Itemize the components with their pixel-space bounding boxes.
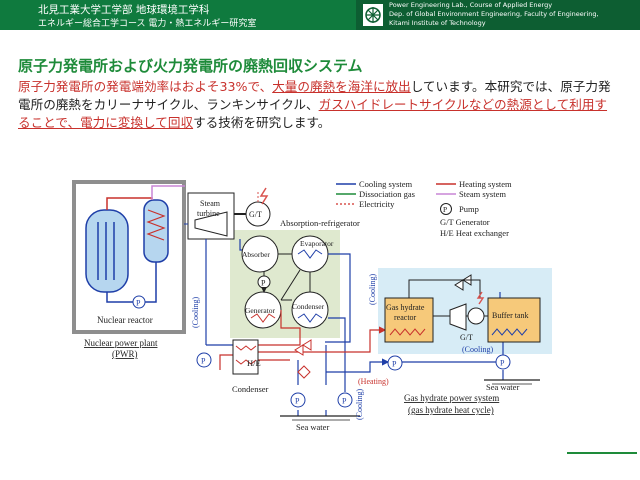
nuclear-reactor-label: Nuclear reactor: [97, 315, 153, 325]
gt-label: G/T: [249, 210, 262, 219]
lab-line-1: Power Engineering Lab., Course of Applie…: [389, 1, 553, 9]
legend-he: H/E Heat exchanger: [440, 228, 509, 238]
electricity-bolt-icon: [259, 187, 269, 205]
legend-gt: G/T Generator: [440, 217, 490, 227]
legend-pump: Pump: [459, 204, 479, 214]
ghps-label-1: Gas hydrate power system: [404, 393, 499, 403]
pump-gh-icon: [387, 355, 403, 371]
pump-sea1-icon: [290, 392, 306, 408]
pump-sea2-icon: [337, 392, 353, 408]
evaporator-label: Evaporator: [300, 239, 334, 248]
lab-line-2: Dep. of Global Environment Engineering, …: [389, 10, 599, 18]
heating-label: (Heating): [358, 377, 389, 386]
valve-3-icon: [454, 274, 472, 291]
gh-reactor-label-1: Gas hydrate: [386, 303, 425, 312]
pump-left-label: P: [201, 357, 206, 366]
npp-label-2: (PWR): [112, 349, 138, 359]
legend-heating: Heating system: [459, 179, 512, 189]
cooling-label-1: (Cooling): [191, 297, 200, 328]
electricity-bolt-2-icon: [476, 291, 485, 305]
gh-reactor-box: [384, 297, 434, 343]
pump-buffer-icon: [495, 354, 511, 370]
buffer-tank-box: [487, 297, 541, 343]
body-part-4: ガスハイドレートサイクルなどの熱源として利用することで、電力に変換して回収: [18, 97, 608, 130]
condenser-label: Condenser: [232, 384, 269, 394]
cooling-label-2: (Cooling): [368, 274, 377, 305]
body-part-5: する技術を研究します。: [193, 115, 331, 130]
npp-label-1: Nuclear power plant: [84, 338, 158, 348]
absorption-label: Absorption-refrigerator: [280, 218, 360, 228]
ghps-label-2: (gas hydrate heat cycle): [408, 405, 494, 415]
body-part-1: 原子力発電所の発電端効率はおよそ33%で、: [18, 79, 273, 94]
legend-dissociation: Dissociation gas: [359, 189, 415, 199]
slide-title: 原子力発電所および火力発電所の廃熱回収システム: [18, 57, 363, 75]
legend-electricity: Electricity: [359, 199, 395, 209]
body-part-2: 大量の廃熱を海洋に放出: [272, 79, 411, 94]
condenser-unit-label: Condenser: [292, 302, 325, 311]
steam-turbine-label-2: turbine: [197, 209, 220, 218]
generator-2-icon: [467, 307, 485, 325]
legend-pump-icon: [440, 203, 452, 215]
condenser-he-box: [232, 339, 259, 375]
lab-logo-icon: [363, 4, 383, 26]
lab-name-en: Power Engineering Lab., Course of Applie…: [389, 1, 599, 28]
pump-gh-label: P: [392, 360, 397, 369]
body-part-3: しています。本研究では、原子力発電所の廃熱をカリーナサイクル、ランキンサイクル、: [18, 79, 611, 112]
legend-steam: Steam system: [459, 189, 506, 199]
absorber-label: Absorber: [242, 250, 270, 259]
slide-body: 原子力発電所の発電端効率はおよそ33%で、大量の廃熱を海洋に放出しています。本研…: [18, 78, 618, 132]
absorber-pump-label: P: [261, 279, 266, 288]
university-name: 北見工業大学工学部 地球環境工学科: [38, 4, 210, 16]
sea-water-1-label: Sea water: [296, 422, 329, 432]
pump-sea1-label: P: [295, 397, 300, 406]
buffer-tank-label: Buffer tank: [492, 311, 529, 320]
he-label: H/E: [247, 358, 261, 368]
valve-2-icon: [297, 365, 311, 379]
diagram-legend: Cooling system Dissociation gas Electric…: [336, 179, 512, 238]
steam-turbine-label-1: Steam: [200, 199, 221, 208]
sea-water-2-label: Sea water: [486, 382, 519, 392]
gh-reactor-label-2: reactor: [394, 313, 417, 322]
lab-line-3: Kitami Institute of Technology: [389, 19, 486, 27]
cooling-label-3: (Cooling): [355, 389, 364, 420]
pump-sea2-label: P: [342, 397, 347, 406]
reactor-vessel-icon: [85, 209, 129, 293]
footer-accent-line: [567, 452, 637, 454]
pump-buffer-label: P: [500, 359, 505, 368]
legend-cooling: Cooling system: [359, 179, 413, 189]
header-left-band: 北見工業大学工学部 地球環境工学科 エネルギー総合工学コース 電力・熱エネルギー…: [0, 0, 356, 30]
reactor-pump-label: P: [136, 299, 141, 308]
generator-unit-label: Generator: [245, 306, 275, 315]
cooling-label-4: (Cooling): [462, 345, 493, 354]
legend-pump-symbol: P: [443, 205, 447, 214]
header-right-band: [356, 0, 640, 30]
valve-1-icon: [294, 339, 312, 356]
pump-left-icon: [196, 352, 212, 368]
gt2-label: G/T: [460, 333, 473, 342]
course-name: エネルギー総合工学コース 電力・熱エネルギー研究室: [38, 19, 257, 29]
